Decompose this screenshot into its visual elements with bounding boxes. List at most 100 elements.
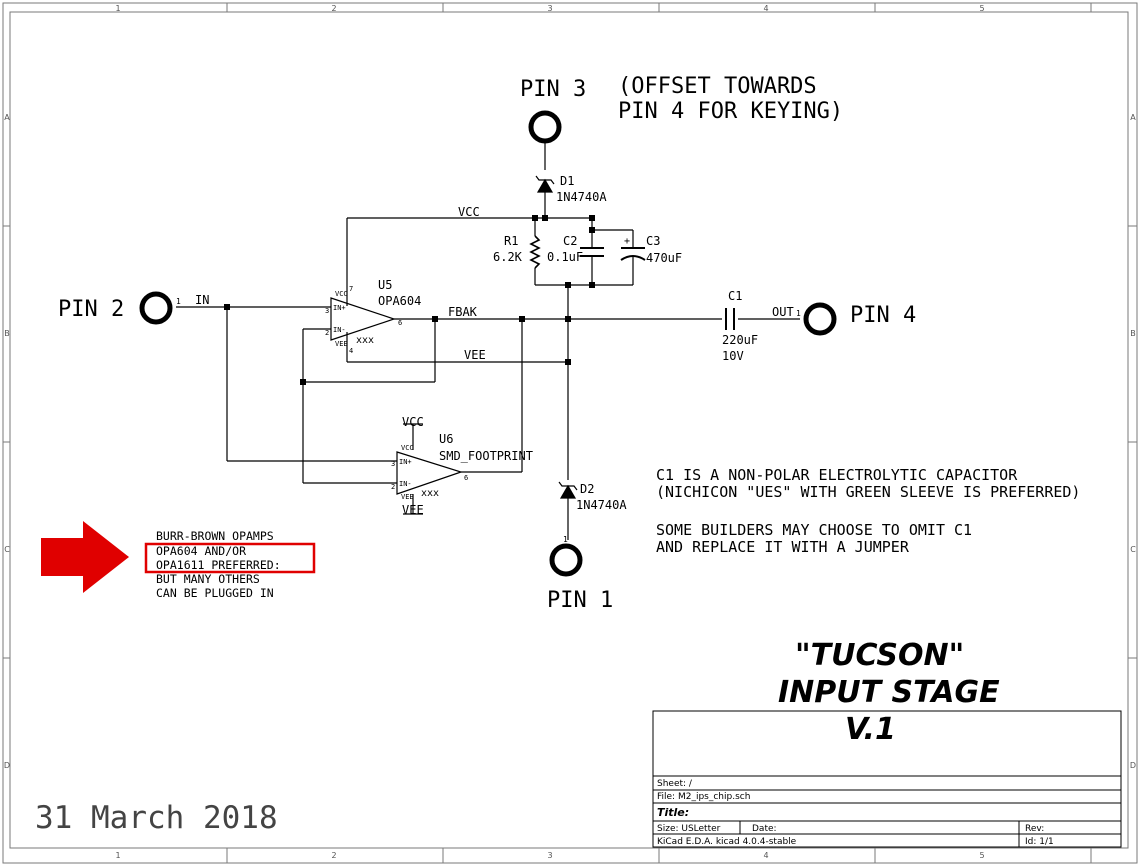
c2-ref: C2 [563, 234, 577, 248]
frame-col-4-top: 4 [763, 4, 768, 13]
u5-pin-vee: VEE [335, 340, 348, 348]
frame-row-d-left: D [4, 761, 10, 770]
u6-nc-marks: xxx [421, 488, 439, 499]
title-art-line-1: "TUCSON" [795, 638, 964, 673]
c2-value: 0.1uF [547, 250, 583, 264]
r1-resistor [529, 235, 541, 269]
opamp-note-line-2: OPA604 AND/OR [156, 544, 246, 558]
frame-row-a-left: A [4, 113, 10, 122]
u6-pin-vcc: VCC [401, 444, 414, 452]
u6-vee-label: VEE [402, 503, 424, 517]
frame-col-2-bottom: 2 [331, 851, 336, 860]
u5-pin-in-plus: IN+ [333, 304, 346, 312]
c3-value: 470uF [646, 251, 682, 265]
frame-col-3-top: 3 [547, 4, 552, 13]
frame-col-3-bottom: 3 [547, 851, 552, 860]
red-arrow-icon [41, 521, 129, 593]
net-label-fbak: FBAK [448, 305, 478, 319]
frame-col-5-top: 5 [979, 4, 984, 13]
u5-pin-7: 7 [349, 285, 353, 293]
opamp-note-line-1: BURR-BROWN OPAMPS [156, 529, 274, 543]
u5-pin-2: 2 [325, 329, 329, 337]
title-block-rev: Rev: [1025, 824, 1044, 834]
u5-pin-4: 4 [349, 347, 353, 355]
title-block-sheet: Sheet: / [657, 779, 693, 789]
frame-row-a-right: A [1130, 113, 1136, 122]
r1-ref: R1 [504, 234, 518, 248]
frame-col-4-bottom: 4 [763, 851, 768, 860]
frame-col-5-bottom: 5 [979, 851, 984, 860]
u6-pin-in-minus: IN- [399, 480, 412, 488]
pin2-label: PIN 2 [58, 297, 124, 322]
c1-value: 220uF [722, 333, 758, 347]
u6-value: SMD_FOOTPRINT [439, 449, 533, 463]
highlight-box [144, 542, 316, 574]
r1-value: 6.2K [493, 250, 523, 264]
u6-pin-6: 6 [464, 474, 468, 482]
net-label-in: IN [195, 293, 209, 307]
pin4-label: PIN 4 [850, 303, 916, 328]
frame-col-1-top: 1 [115, 4, 120, 13]
u5-pin-in-minus: IN- [333, 326, 346, 334]
d2-zener-diode [558, 481, 578, 499]
junctions [224, 215, 595, 385]
frame-row-b-right: B [1130, 329, 1136, 338]
c1-note-line-4: AND REPLACE IT WITH A JUMPER [656, 538, 910, 556]
u5-pin-3: 3 [325, 307, 329, 315]
u5-nc-marks: xxx [356, 335, 374, 346]
frame-col-2-top: 2 [331, 4, 336, 13]
d2-value: 1N4740A [576, 498, 627, 512]
opamp-note-line-3: OPA1611 PREFERRED: [156, 558, 281, 572]
d1-value: 1N4740A [556, 190, 607, 204]
pin2-number: 1 [176, 297, 181, 306]
pin1-connector: PIN 1 1 [547, 535, 613, 613]
u5-pin-vcc: VCC [335, 290, 348, 298]
net-label-out: OUT [772, 305, 794, 319]
d1-zener-diode [535, 175, 555, 193]
c1-capacitor [725, 308, 735, 330]
pin4-connector: PIN 4 1 [796, 302, 916, 336]
d2-ref: D2 [580, 482, 594, 496]
d1-ref: D1 [560, 174, 574, 188]
title-block [652, 710, 1122, 848]
u5-ref: U5 [378, 278, 392, 292]
u5-pin-6: 6 [398, 319, 402, 327]
pin1-label: PIN 1 [547, 588, 613, 613]
date-stamp: 31 March 2018 [35, 800, 278, 836]
u6-pin-vee: VEE [401, 493, 414, 501]
frame-row-b-left: B [4, 329, 10, 338]
c2-capacitor [580, 247, 604, 257]
frame-row-d-right: D [1130, 761, 1136, 770]
u6-ref: U6 [439, 432, 453, 446]
u6-opamp: VCC IN+ IN- VEE 3 2 6 xxx [391, 444, 468, 501]
title-block-date: Date: [752, 824, 777, 834]
opamp-note-line-5: CAN BE PLUGGED IN [156, 586, 274, 600]
offset-note-line-1: (OFFSET TOWARDS [618, 74, 817, 99]
c1-note-line-2: (NICHICON "UES" WITH GREEN SLEEVE IS PRE… [656, 483, 1080, 501]
c1-voltage: 10V [722, 349, 744, 363]
pin3-connector: PIN 3 [520, 77, 586, 144]
net-label-vee: VEE [464, 348, 486, 362]
opamp-note-line-4: BUT MANY OTHERS [156, 572, 260, 586]
pin3-label: PIN 3 [520, 77, 586, 102]
u6-pin-in-plus: IN+ [399, 458, 412, 466]
c3-plus-sign: + [624, 236, 630, 247]
c1-note-line-1: C1 IS A NON-POLAR ELECTROLYTIC CAPACITOR [656, 466, 1018, 484]
u5-value: OPA604 [378, 294, 421, 308]
frame-row-c-left: C [4, 545, 10, 554]
title-block-title: Title: [657, 806, 689, 819]
c3-ref: C3 [646, 234, 660, 248]
title-art-line-2: INPUT STAGE [778, 675, 1000, 710]
title-art-line-3: V.1 [845, 712, 896, 747]
c3-capacitor [620, 247, 646, 261]
net-label-vcc: VCC [458, 205, 480, 219]
frame-col-1-bottom: 1 [115, 851, 120, 860]
u6-vcc-label: VCC [402, 415, 424, 429]
title-block-file: File: M2_ips_chip.sch [657, 792, 750, 802]
pin4-number: 1 [796, 309, 801, 318]
u5-opamp: VCC IN+ IN- VEE 3 2 6 7 4 xxx [325, 285, 402, 355]
title-block-kicad: KiCad E.D.A. kicad 4.0.4-stable [657, 837, 797, 847]
title-block-id: Id: 1/1 [1025, 837, 1054, 847]
u6-pin-3: 3 [391, 460, 395, 468]
